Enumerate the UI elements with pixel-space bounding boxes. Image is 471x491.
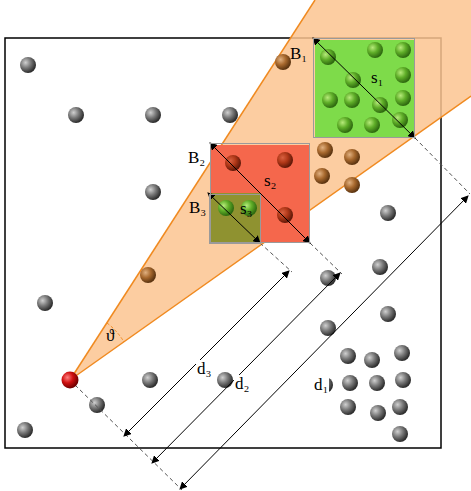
sphere (68, 107, 84, 123)
sphere (217, 372, 233, 388)
sphere (225, 155, 241, 171)
sphere (380, 306, 396, 322)
sphere (145, 184, 161, 200)
sphere (322, 92, 338, 108)
sphere (369, 375, 385, 391)
sphere (20, 57, 36, 73)
sphere (320, 320, 336, 336)
box-region: B₂s₂B₃s₃ (210, 143, 310, 243)
sphere (380, 205, 396, 221)
sphere (372, 97, 388, 113)
sphere (320, 270, 336, 286)
sphere (241, 200, 257, 216)
sphere (364, 117, 380, 133)
sphere (370, 405, 386, 421)
sphere (89, 397, 105, 413)
sphere (314, 168, 330, 184)
box-name: B₂ (188, 149, 205, 166)
sphere (395, 372, 411, 388)
box-region: B₁s₁ (313, 38, 415, 138)
sphere (392, 426, 408, 442)
sphere (364, 352, 380, 368)
sphere (367, 42, 383, 58)
distance-label: d₃ (196, 360, 212, 377)
distance-label: d₂ (234, 375, 250, 392)
size-label: s₂ (264, 172, 277, 189)
box-name: B₁ (290, 45, 307, 62)
angle-label: ϑ (106, 327, 114, 344)
sphere (344, 177, 360, 193)
sphere (37, 295, 53, 311)
sphere (320, 49, 336, 65)
sphere (392, 112, 408, 128)
sphere (395, 90, 411, 106)
box-region: B₃s₃ (209, 194, 261, 244)
sphere (395, 42, 411, 58)
sphere (277, 152, 293, 168)
sphere (218, 200, 234, 216)
size-label: s₁ (371, 69, 384, 86)
box-name: B₃ (189, 199, 206, 216)
sphere (340, 399, 356, 415)
sphere (275, 54, 291, 70)
sphere (142, 372, 158, 388)
sphere (337, 117, 353, 133)
sphere (344, 149, 360, 165)
sphere (140, 267, 156, 283)
sphere (317, 142, 333, 158)
sphere (17, 422, 33, 438)
sphere (395, 67, 411, 83)
sphere (345, 72, 361, 88)
sphere (344, 92, 360, 108)
sphere (340, 348, 356, 364)
sphere (372, 259, 388, 275)
sphere (145, 107, 161, 123)
sphere (394, 345, 410, 361)
sphere (222, 107, 238, 123)
sphere (342, 375, 358, 391)
distance-label: d₁ (313, 376, 329, 393)
size-label: s₃ (240, 200, 253, 217)
sphere (392, 399, 408, 415)
sphere (277, 207, 293, 223)
